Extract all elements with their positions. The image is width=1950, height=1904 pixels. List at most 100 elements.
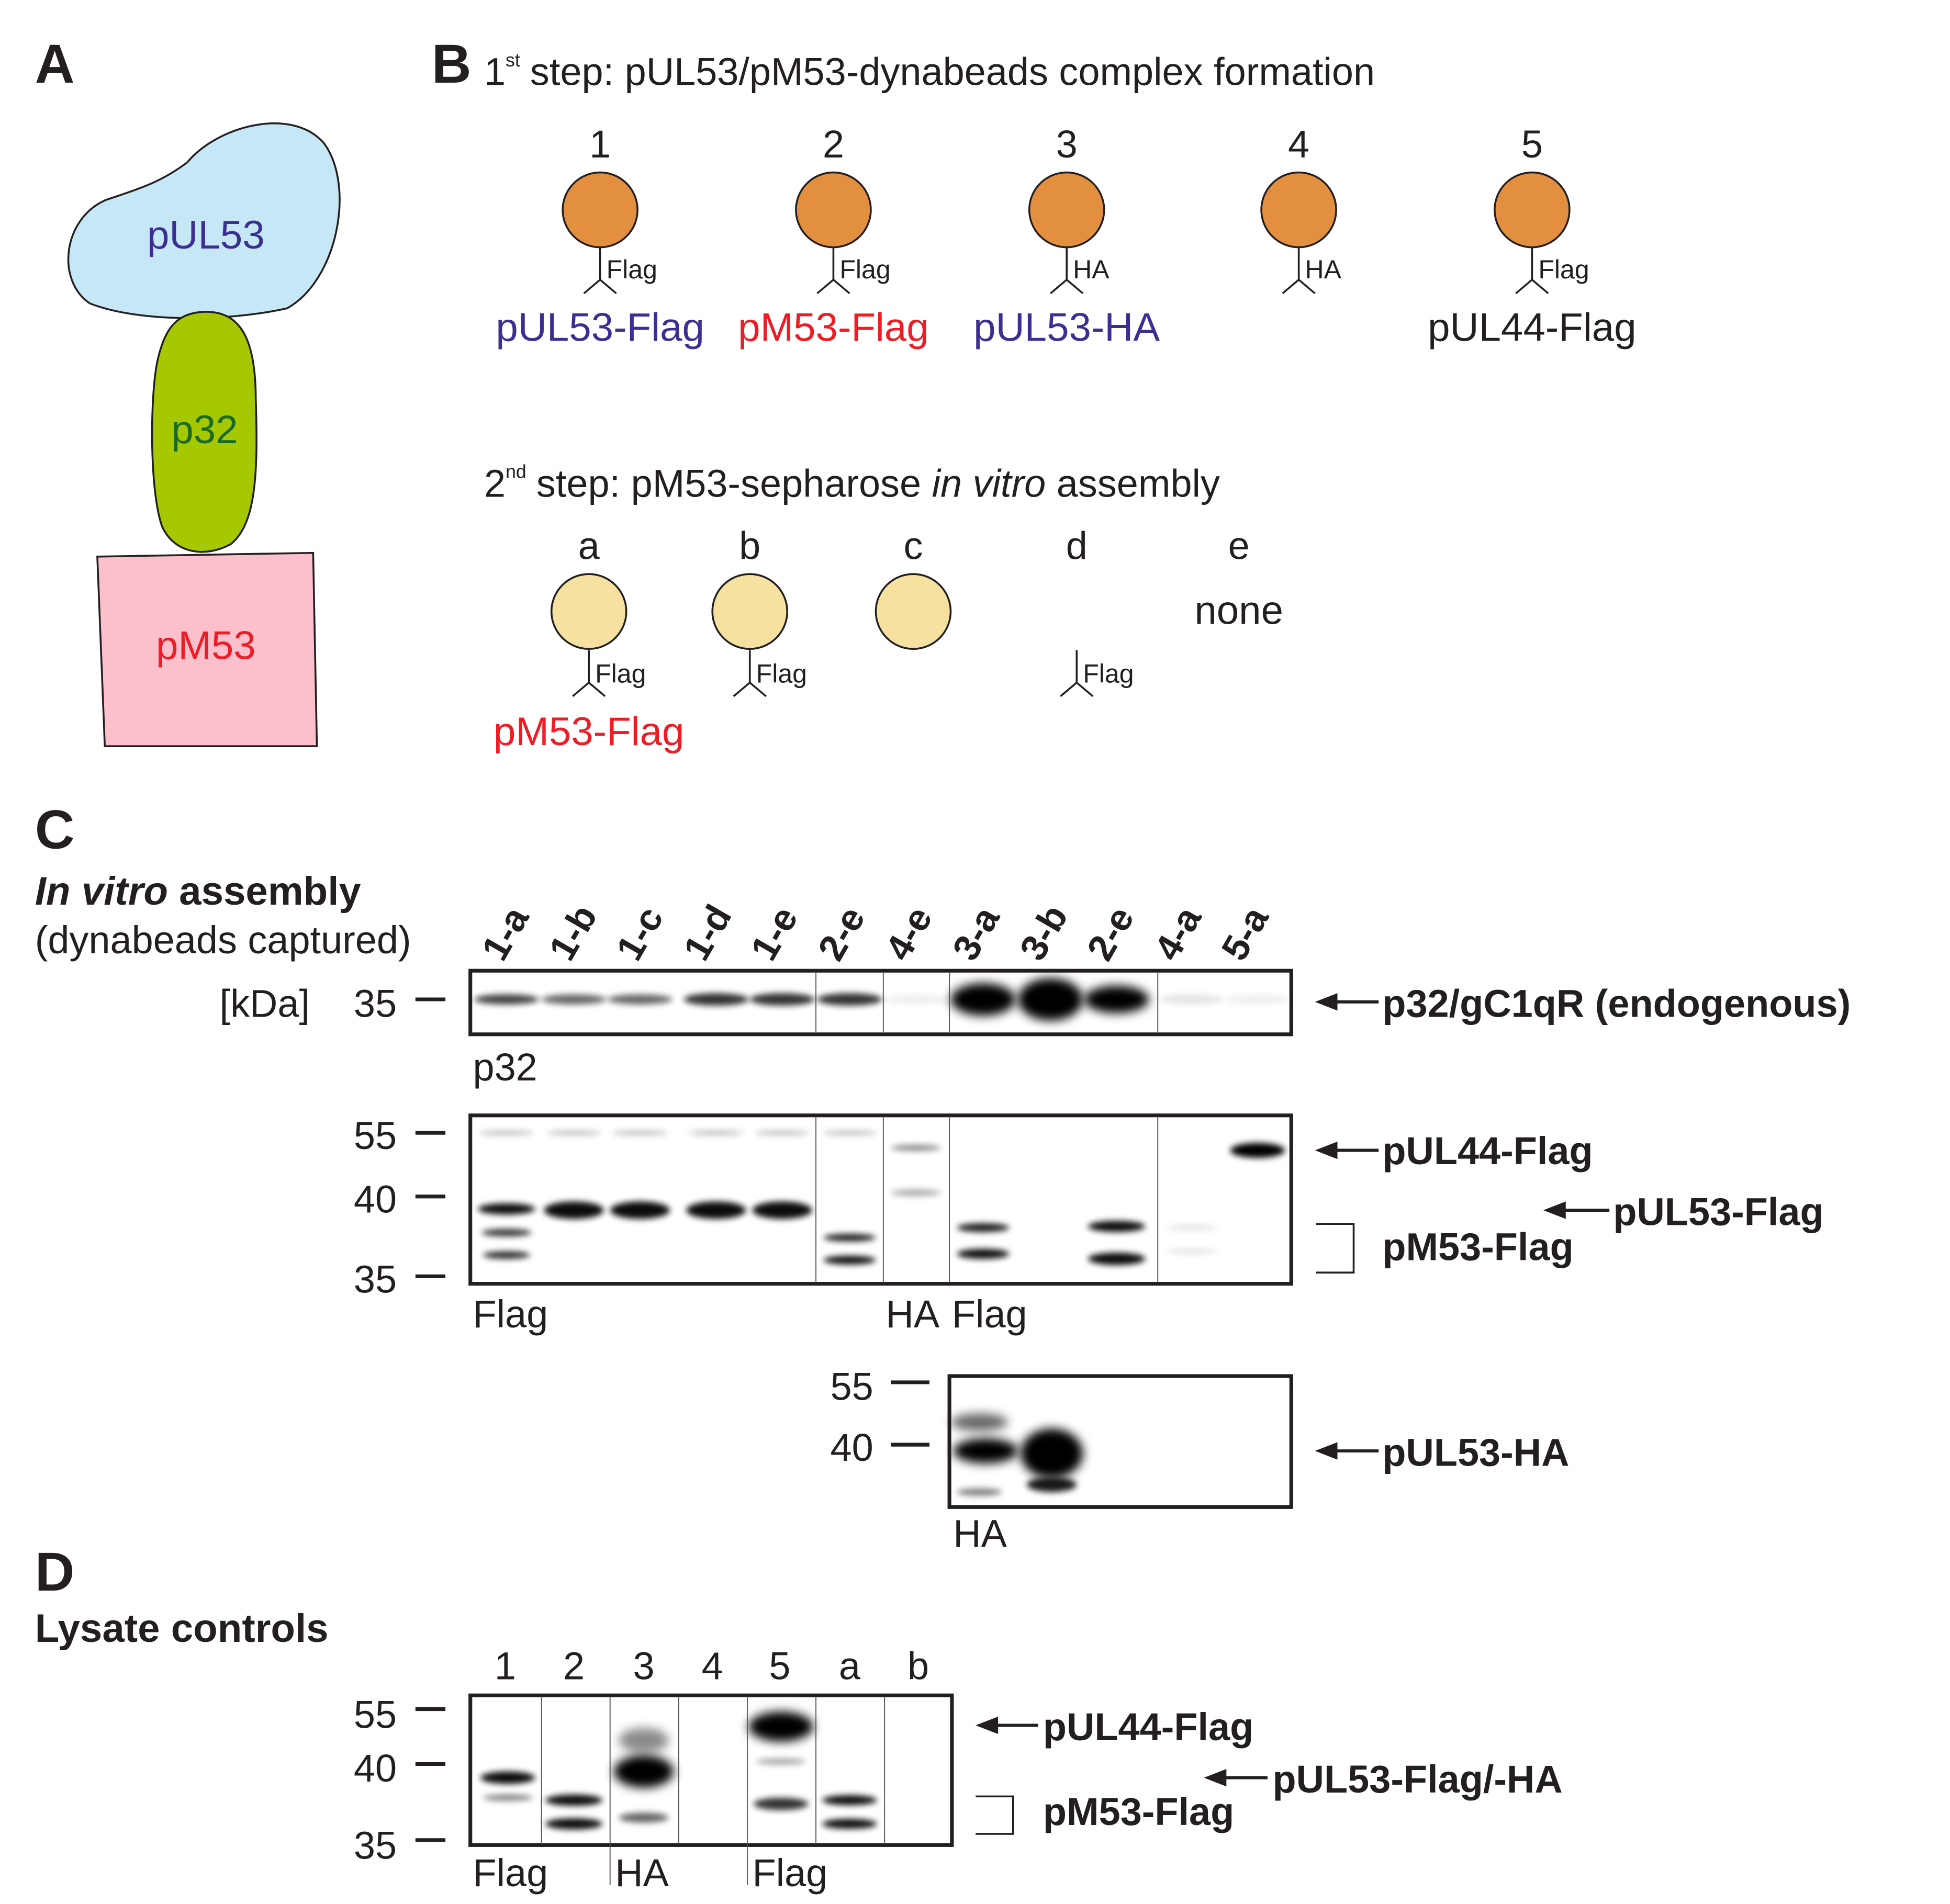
dynabead [795, 171, 872, 249]
band [891, 1189, 941, 1196]
band [1230, 1143, 1285, 1158]
d-frame [468, 1693, 954, 1847]
sepharose-bead [711, 573, 789, 650]
d-bracket-pm53 [976, 1795, 1014, 1835]
band [1088, 1253, 1146, 1265]
tag-label: HA [1305, 255, 1342, 284]
pm53-label: pM53 [156, 623, 256, 668]
lane-label: 2-e [1079, 899, 1142, 967]
band [1088, 1221, 1146, 1232]
band [483, 1794, 533, 1801]
blot2-antibody-flag: Flag [473, 1292, 548, 1336]
d-label-pul44: pUL44-Flag [1043, 1705, 1253, 1749]
lane-label: 4-a [1146, 899, 1210, 967]
antibody-icon [1060, 650, 1094, 697]
band [1018, 978, 1083, 1021]
band [479, 1130, 534, 1135]
blot1-bands [474, 978, 1290, 1021]
blot1-antibody: p32 [473, 1045, 537, 1089]
p32-blob [151, 311, 257, 553]
band [1225, 994, 1290, 1005]
blot1-frame [468, 968, 1293, 1037]
band [480, 1771, 535, 1784]
d-arrow-pul53 [1204, 1768, 1268, 1787]
lane-label: 1-b [541, 898, 606, 967]
panel-c: C In vitro assembly (dynabeads captured)… [35, 799, 1851, 1556]
blot2-frame [468, 1113, 1293, 1286]
bait-label: pUL53-Flag [496, 305, 704, 350]
d-antibody-flag: Flag [473, 1851, 548, 1895]
panel-c-title: In vitro assembly [35, 869, 361, 914]
tag-label: Flag [607, 255, 657, 284]
panel-letter-b: B [432, 33, 472, 95]
blot2-antibody-ha: HA [886, 1292, 940, 1336]
sepharose-bead [550, 573, 627, 650]
band [883, 994, 948, 1005]
pm53-box [96, 551, 318, 747]
lane-label: 1-c [608, 899, 671, 967]
band [817, 993, 882, 1006]
panel-letter-a: A [35, 33, 75, 95]
dynabead [1260, 171, 1337, 249]
lane-label: 4-e [877, 899, 940, 967]
bait-label: pM53-Flag [738, 305, 929, 350]
antibody-icon [1050, 247, 1084, 295]
band [546, 1130, 602, 1135]
band [607, 994, 673, 1005]
d-marker-35: 35 [354, 1824, 397, 1867]
blot2-bands [478, 1130, 1285, 1265]
lane-label: b [907, 1644, 929, 1687]
lane-label: 1 [495, 1644, 516, 1687]
band [753, 1797, 809, 1810]
blot2-label-pul44: pUL44-Flag [1382, 1129, 1593, 1173]
band [483, 1251, 531, 1259]
step1-number: 5 [1521, 122, 1543, 166]
d-antibody-flag2: Flag [752, 1851, 827, 1895]
antibody-icon [572, 650, 606, 697]
band [748, 1711, 814, 1742]
band [688, 1130, 744, 1135]
panel-d-title: Lysate controls [35, 1606, 329, 1651]
band [950, 983, 1016, 1016]
band [752, 1201, 812, 1219]
blot3-frame [947, 1374, 1293, 1509]
lysate-bands [480, 1711, 877, 1830]
blot2-marker-35: 35 [354, 1257, 397, 1301]
blot2-arrow-pul53 [1543, 1201, 1610, 1219]
step2-letter: c [904, 524, 923, 568]
lane-label: 2 [563, 1644, 585, 1687]
band [613, 1755, 674, 1788]
step2-letter: a [578, 524, 600, 568]
blot2-marker-40: 40 [354, 1178, 397, 1221]
band [545, 1818, 603, 1830]
blot2-label-pul53: pUL53-Flag [1613, 1190, 1823, 1234]
dynabead [1494, 171, 1571, 249]
blot2-bracket-pm53 [1316, 1223, 1355, 1274]
band [1166, 1225, 1217, 1231]
blot2-antibody-flag2: Flag [952, 1292, 1027, 1336]
step2-letter: e [1228, 524, 1250, 568]
panel-letter-c: C [35, 799, 75, 861]
blot3-marker-40: 40 [831, 1426, 873, 1469]
step2-letter: d [1066, 524, 1088, 568]
panel-c-subtitle: (dynabeads captured) [35, 918, 411, 962]
tag-label: Flag [756, 659, 807, 689]
lane-label: 5 [769, 1644, 790, 1687]
lane-label: 1-e [743, 899, 806, 967]
band [619, 1812, 669, 1823]
band [755, 1130, 810, 1135]
step1-number: 4 [1288, 122, 1309, 166]
antibody-icon [583, 247, 617, 295]
band [822, 1130, 877, 1135]
d-antibody-ha: HA [615, 1851, 669, 1895]
blot1-arrow-label: p32/gC1qR (endogenous) [1382, 982, 1851, 1025]
tag-label: Flag [839, 255, 890, 284]
antibody-icon [816, 247, 850, 295]
band [957, 1248, 1010, 1259]
d-label-pm53: pM53-Flag [1043, 1790, 1234, 1833]
tag-label: Flag [595, 659, 646, 689]
dynabead [562, 171, 638, 249]
